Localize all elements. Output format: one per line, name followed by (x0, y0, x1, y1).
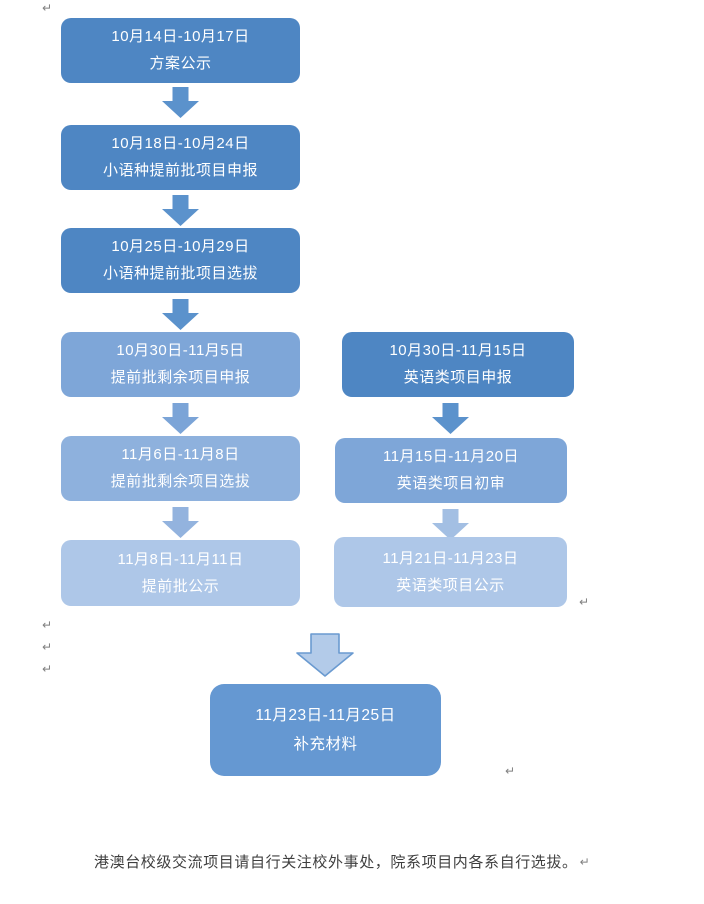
step-dates: 11月6日-11月8日 (121, 446, 240, 463)
flow-step-box-english-publicity[interactable]: 11月21日-11月23日 英语类项目公示 (334, 537, 567, 607)
flow-connector-arrow-down[interactable] (162, 403, 199, 434)
step-label: 英语类项目初审 (396, 475, 506, 492)
step-dates: 10月18日-10月24日 (111, 135, 250, 152)
paragraph-mark: ↵ (42, 618, 53, 632)
step-dates: 10月30日-11月5日 (116, 342, 245, 359)
step-label: 补充材料 (293, 735, 358, 753)
flow-step-box-early-remaining-select[interactable]: 11月6日-11月8日 提前批剩余项目选拔 (61, 436, 300, 501)
flow-step-box-minor-lang-early-apply[interactable]: 10月18日-10月24日 小语种提前批项目申报 (61, 125, 300, 190)
footnote-text: 港澳台校级交流项目请自行关注校外事处，院系项目内各系自行选拔。↵ (94, 851, 590, 872)
step-dates: 10月14日-10月17日 (111, 28, 250, 45)
step-label: 英语类项目公示 (396, 576, 505, 594)
paragraph-mark: ↵ (42, 640, 53, 654)
flow-connector-big-arrow-down[interactable] (296, 633, 354, 677)
step-dates: 10月25日-10月29日 (111, 238, 250, 255)
flow-connector-arrow-down[interactable] (432, 403, 469, 434)
flow-step-box-early-remaining-apply[interactable]: 10月30日-11月5日 提前批剩余项目申报 (61, 332, 300, 397)
step-label: 提前批剩余项目选拔 (110, 473, 251, 490)
step-label: 方案公示 (149, 55, 212, 72)
footnote-sentence: 港澳台校级交流项目请自行关注校外事处，院系项目内各系自行选拔。 (94, 854, 578, 871)
flow-step-box-english-review[interactable]: 11月15日-11月20日 英语类项目初审 (335, 438, 567, 503)
step-label: 小语种提前批项目申报 (102, 162, 258, 179)
step-label: 提前批剩余项目申报 (110, 369, 251, 386)
step-dates: 11月23日-11月25日 (255, 706, 396, 724)
flow-connector-arrow-down[interactable] (432, 509, 469, 540)
flow-step-box-early-batch-publicity[interactable]: 11月8日-11月11日 提前批公示 (61, 540, 300, 606)
step-label: 小语种提前批项目选拔 (102, 265, 258, 282)
flow-connector-arrow-down[interactable] (162, 299, 199, 330)
flow-step-box-plan-publicity[interactable]: 10月14日-10月17日 方案公示 (61, 18, 300, 83)
paragraph-mark: ↵ (579, 855, 591, 869)
paragraph-mark: ↵ (42, 662, 53, 676)
step-dates: 10月30日-11月15日 (389, 342, 527, 359)
flow-connector-arrow-down[interactable] (162, 195, 199, 226)
paragraph-mark: ↵ (505, 764, 516, 778)
flow-step-box-minor-lang-early-select[interactable]: 10月25日-10月29日 小语种提前批项目选拔 (61, 228, 300, 293)
flow-step-box-supplement-materials[interactable]: 11月23日-11月25日 补充材料 (210, 684, 441, 776)
step-label: 提前批公示 (141, 577, 220, 595)
paragraph-mark: ↵ (42, 1, 53, 15)
flow-connector-arrow-down[interactable] (162, 87, 199, 118)
step-dates: 11月21日-11月23日 (382, 549, 519, 567)
step-dates: 11月15日-11月20日 (382, 448, 519, 465)
step-label: 英语类项目申报 (403, 369, 513, 386)
paragraph-mark: ↵ (579, 595, 590, 609)
flow-connector-arrow-down[interactable] (162, 507, 199, 538)
step-dates: 11月8日-11月11日 (117, 550, 244, 568)
flow-step-box-english-apply[interactable]: 10月30日-11月15日 英语类项目申报 (342, 332, 574, 397)
